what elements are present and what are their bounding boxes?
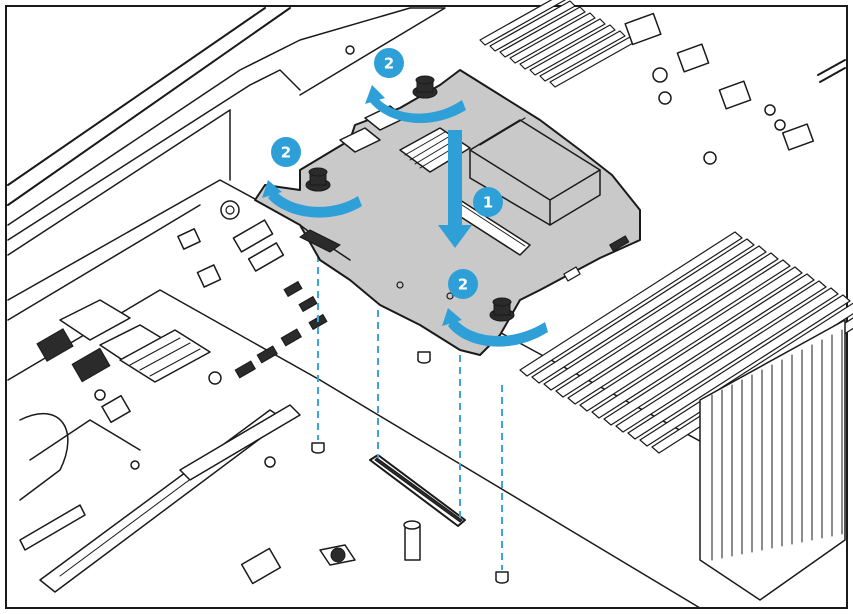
dimm-slot [519,18,606,70]
alignment-guides [317,255,503,570]
board-connector-slot [369,454,466,527]
dimm-slot [479,0,566,46]
step-number: 2 [384,55,394,73]
dimm-slot [539,30,626,82]
step-badge: 2 [448,269,478,299]
dimm-slot [603,280,827,426]
dimm-slot [531,238,755,384]
step-badge: 1 [473,187,503,217]
board-components [36,200,421,585]
dimm-slot [543,245,767,391]
thumbscrew-icon [489,297,515,322]
rotate-arrow-icon [262,180,362,218]
dimm-slot [615,287,839,433]
dimm-slot [509,12,596,64]
standoffs [311,351,509,584]
step-number: 2 [281,144,291,162]
dimm-slot [529,24,616,76]
thumbscrew-icon [412,75,438,99]
rotate-arrow-icon [365,85,466,124]
step-number: 1 [483,194,493,212]
chassis-wall [7,7,446,256]
step-number: 2 [458,276,468,294]
dimm-slot [591,273,815,419]
top-connectors [624,12,846,165]
dimm-slot [499,6,586,58]
step-badge: 2 [374,48,404,78]
dimm-slot [555,252,779,398]
dimm-slot [579,266,803,412]
dimm-slot [627,294,851,440]
dimm-slot [519,231,743,377]
down-arrow-icon [438,130,472,248]
step-badge: 2 [271,137,301,167]
dimm-slot [567,259,791,405]
storage-controller-board [254,69,641,356]
riser-slot-left [19,404,301,593]
thumbscrew-icon [305,167,331,192]
rotate-arrow-icon [442,308,548,347]
processor-heatsink [699,319,846,601]
dimm-slot [489,0,576,52]
